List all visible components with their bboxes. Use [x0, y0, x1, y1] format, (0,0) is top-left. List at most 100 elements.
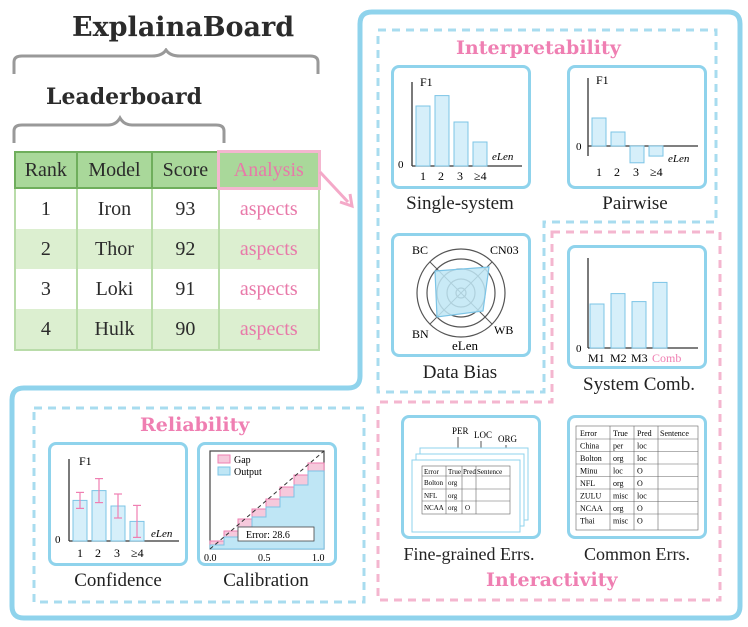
column-header: Pred [463, 468, 476, 476]
y-label: F1 [79, 454, 92, 468]
tick-label: 2 [614, 165, 620, 179]
cell-rank: 3 [14, 269, 78, 309]
zero-label: 0 [398, 159, 404, 171]
tick-label: ≥4 [650, 165, 663, 179]
column-header: True [613, 429, 628, 438]
column-header: Sentence [477, 468, 502, 476]
cell-score: 91 [151, 269, 220, 309]
col-rank: Rank [14, 151, 78, 189]
col-analysis[interactable]: Analysis [216, 150, 322, 190]
cell: org [613, 479, 624, 488]
cell-score: 92 [151, 229, 220, 269]
cell: NCAA [580, 504, 603, 513]
analysis-arrow [318, 170, 354, 209]
table-row: 2 Thor 92 aspects [14, 229, 321, 269]
fine-grained-card[interactable]: PER LOC ORG Error True Pred Sentence Bol… [401, 415, 541, 539]
cell: O [637, 504, 643, 513]
pairwise-card[interactable]: F1 0 eLen 1 2 3 ≥4 [567, 65, 707, 189]
interpretability-label: Interpretability [456, 37, 621, 59]
cell: China [580, 442, 600, 451]
table-row: 4 Hulk 90 aspects [14, 309, 321, 351]
cell: O [637, 479, 643, 488]
aspects-link[interactable]: aspects [217, 269, 321, 309]
tick-label: 0.0 [204, 553, 217, 563]
column-header: Error [424, 468, 439, 476]
bar [631, 301, 647, 349]
confidence-chart: F1 0 eLen 1 2 3 ≥4 [55, 454, 179, 560]
bar [591, 117, 607, 147]
table-row: 1 Iron 93 aspects [14, 188, 321, 229]
tick-label: 1 [77, 546, 83, 560]
bar [589, 303, 605, 349]
single-system-card[interactable]: F1 0 eLen 1 2 3 ≥4 [391, 65, 531, 189]
confidence-label: Confidence [74, 570, 162, 591]
aspects-link[interactable]: aspects [217, 229, 321, 269]
leaderboard-title: Leaderboard [46, 84, 202, 110]
single-system-chart: F1 0 eLen 1 2 3 ≥4 [398, 75, 522, 183]
system-comb-card[interactable]: 0 M1 M2 M3 Comb [567, 245, 707, 369]
cell: O [637, 467, 643, 476]
column-header: Error [580, 429, 597, 438]
cell: loc [637, 454, 647, 463]
tick-label: 1 [596, 165, 602, 179]
bar [415, 105, 431, 167]
y-label: F1 [596, 73, 609, 87]
cell: Minu [580, 467, 597, 476]
data-bias-label: Data Bias [422, 362, 498, 383]
confidence-card[interactable]: F1 0 eLen 1 2 3 ≥4 [48, 442, 188, 566]
bar [629, 145, 645, 164]
cell-score: 93 [151, 188, 220, 229]
tick-label: 1.0 [312, 553, 325, 563]
tick-label: 2 [438, 169, 444, 183]
system-comb-chart: 0 M1 M2 M3 Comb [576, 258, 698, 365]
cell: org [613, 454, 624, 463]
bar [434, 95, 450, 167]
aspects-link[interactable]: aspects [217, 309, 321, 351]
cell: NCAA [424, 504, 444, 512]
radar-axis-label: WB [494, 323, 513, 337]
cell: Bolton [424, 479, 444, 487]
cell: Thai [580, 517, 595, 526]
cell-rank: 4 [14, 309, 78, 351]
tick-label: ≥4 [474, 169, 487, 183]
calibration-card[interactable]: Gap Output Error: 28.6 0.0 0.5 1.0 [197, 442, 337, 566]
col-model: Model [75, 151, 154, 189]
x-label: eLen [492, 151, 514, 163]
data-bias-card[interactable]: BC CN03 BN WB eLen [391, 233, 531, 357]
common-errs-label: Common Errs. [584, 544, 690, 564]
bar [610, 131, 626, 147]
tick-label: 3 [114, 546, 120, 560]
tick-label: M1 [588, 351, 605, 365]
zero-label: 0 [55, 534, 61, 546]
zero-label: 0 [576, 343, 582, 355]
cell: Bolton [580, 454, 602, 463]
tick-label: 0.5 [258, 553, 271, 563]
pairwise-chart: F1 0 eLen 1 2 3 ≥4 [576, 73, 698, 179]
tag-label: ORG [498, 434, 518, 444]
cell: loc [637, 492, 647, 501]
fine-grained-label: Fine-grained Errs. [403, 544, 535, 564]
bar [472, 141, 488, 167]
cell-rank: 2 [14, 229, 78, 269]
cell-model: Hulk [75, 309, 154, 351]
cell: misc [613, 517, 629, 526]
table-row: 3 Loki 91 aspects [14, 269, 321, 309]
aspects-link[interactable]: aspects [217, 188, 321, 229]
bar [648, 145, 664, 157]
tick-label: ≥4 [131, 546, 144, 560]
cell: per [613, 442, 624, 451]
cell: O [637, 517, 643, 526]
column-header: Sentence [660, 429, 689, 438]
fine-grained-illustration: PER LOC ORG Error True Pred Sentence Bol… [411, 426, 529, 533]
cell: org [448, 492, 458, 500]
cell: NFL [580, 479, 595, 488]
cell-model: Loki [75, 269, 154, 309]
y-label: F1 [420, 75, 433, 89]
calibration-chart: Gap Output Error: 28.6 0.0 0.5 1.0 [204, 450, 325, 564]
title-brace [12, 48, 320, 74]
cell-model: Thor [75, 229, 154, 269]
leaderboard-table: Rank Model Score Analysis 1 Iron 93 aspe… [14, 150, 322, 351]
cell: org [448, 479, 458, 487]
legend-output: Output [234, 467, 262, 478]
